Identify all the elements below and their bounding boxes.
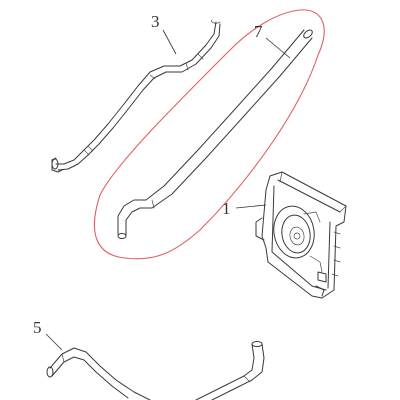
leader-line-7 <box>265 37 291 59</box>
part-5-hose[interactable] <box>46 341 265 400</box>
part-7-hose[interactable] <box>93 9 325 260</box>
leader-line-1 <box>235 204 267 209</box>
callout-label-1: 1 <box>222 199 231 218</box>
part-3-hose[interactable] <box>51 19 221 173</box>
callout-label-5: 5 <box>33 318 42 337</box>
callout-label-7: 7 <box>254 22 263 41</box>
leader-line-5 <box>45 333 63 351</box>
part-1-radiator-assembly[interactable] <box>255 171 347 299</box>
callout-label-3: 3 <box>151 12 160 31</box>
highlight-outline <box>93 9 325 260</box>
leader-line-3 <box>162 29 177 55</box>
